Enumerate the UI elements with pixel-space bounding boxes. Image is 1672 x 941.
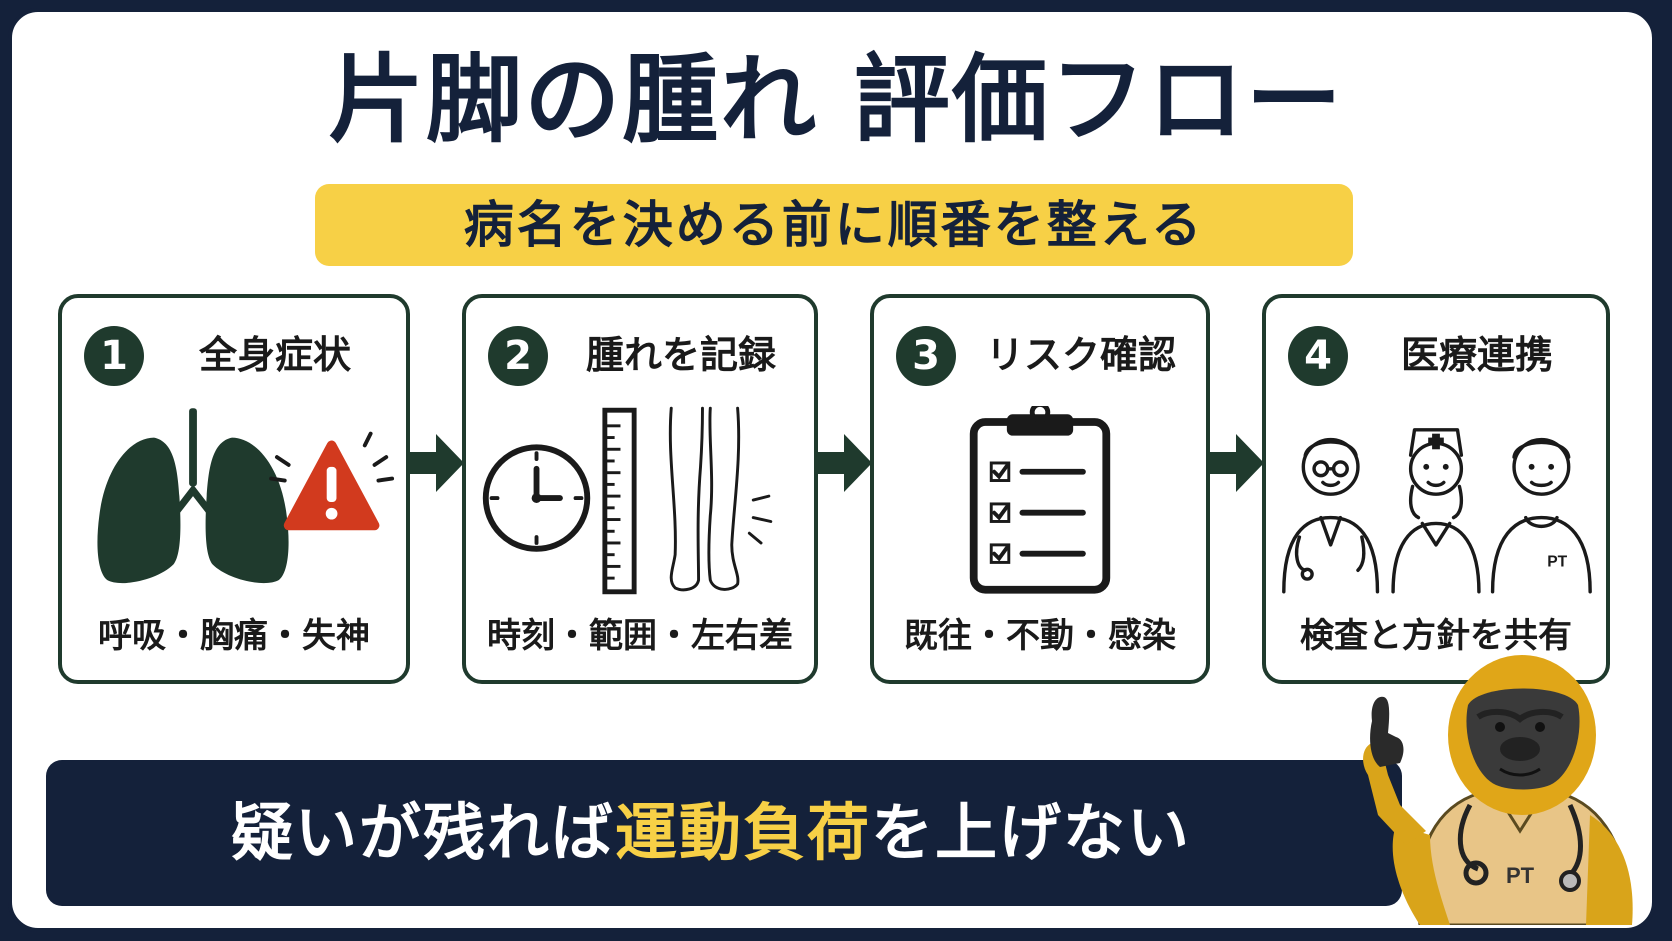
step-desc-4: 検査と方針を共有	[1300, 616, 1572, 656]
lungs-and-warning-icon	[72, 406, 396, 596]
page-title: 片脚の腫れ 評価フロー	[328, 44, 1344, 156]
step-desc-3: 既往・不動・感染	[904, 616, 1176, 656]
step-card-4: 4 医療連携	[1262, 294, 1610, 684]
step-desc-2: 時刻・範囲・左右差	[487, 616, 793, 656]
step-title-4: 医療連携	[1400, 333, 1553, 377]
step-number-2: 2	[488, 326, 548, 386]
arrow-right-icon	[814, 434, 872, 492]
subtitle-badge: 病名を決める前に順番を整える	[315, 184, 1353, 266]
step-title-3: リスク確認	[985, 333, 1176, 377]
medical-team-icon: PT	[1276, 406, 1596, 596]
warning-banner	[46, 760, 1402, 906]
step-card-1: 1 全身症状 呼吸・胸痛・失神	[58, 294, 410, 684]
clock-ruler-legs-icon	[476, 406, 804, 596]
banner-text-before: 疑いが残れば	[230, 796, 615, 869]
step-number-3: 3	[896, 326, 956, 386]
step-title-2: 腫れを記録	[585, 333, 776, 377]
banner-highlight: 運動負荷	[614, 796, 871, 869]
step-card-2: 2 腫れを記録	[462, 294, 818, 684]
banner-text: 疑いが残れば運動負荷を上げない	[46, 760, 1376, 906]
gorilla-pt-mascot-icon: PT	[1363, 655, 1633, 925]
step-title-1: 全身症状	[198, 333, 351, 377]
step-desc-1: 呼吸・胸痛・失神	[98, 616, 370, 656]
mascot-badge-text: PT	[1506, 863, 1535, 888]
team-badge-text: PT	[1547, 553, 1567, 570]
step-number-4: 4	[1288, 326, 1348, 386]
clipboard-checklist-icon	[884, 402, 1196, 596]
step-number-1: 1	[84, 326, 144, 386]
banner-text-after: を上げない	[871, 796, 1192, 869]
arrow-right-icon	[1206, 434, 1264, 492]
arrow-right-icon	[406, 434, 464, 492]
step-card-3: 3 リスク確認 既往・不動・感染	[870, 294, 1210, 684]
